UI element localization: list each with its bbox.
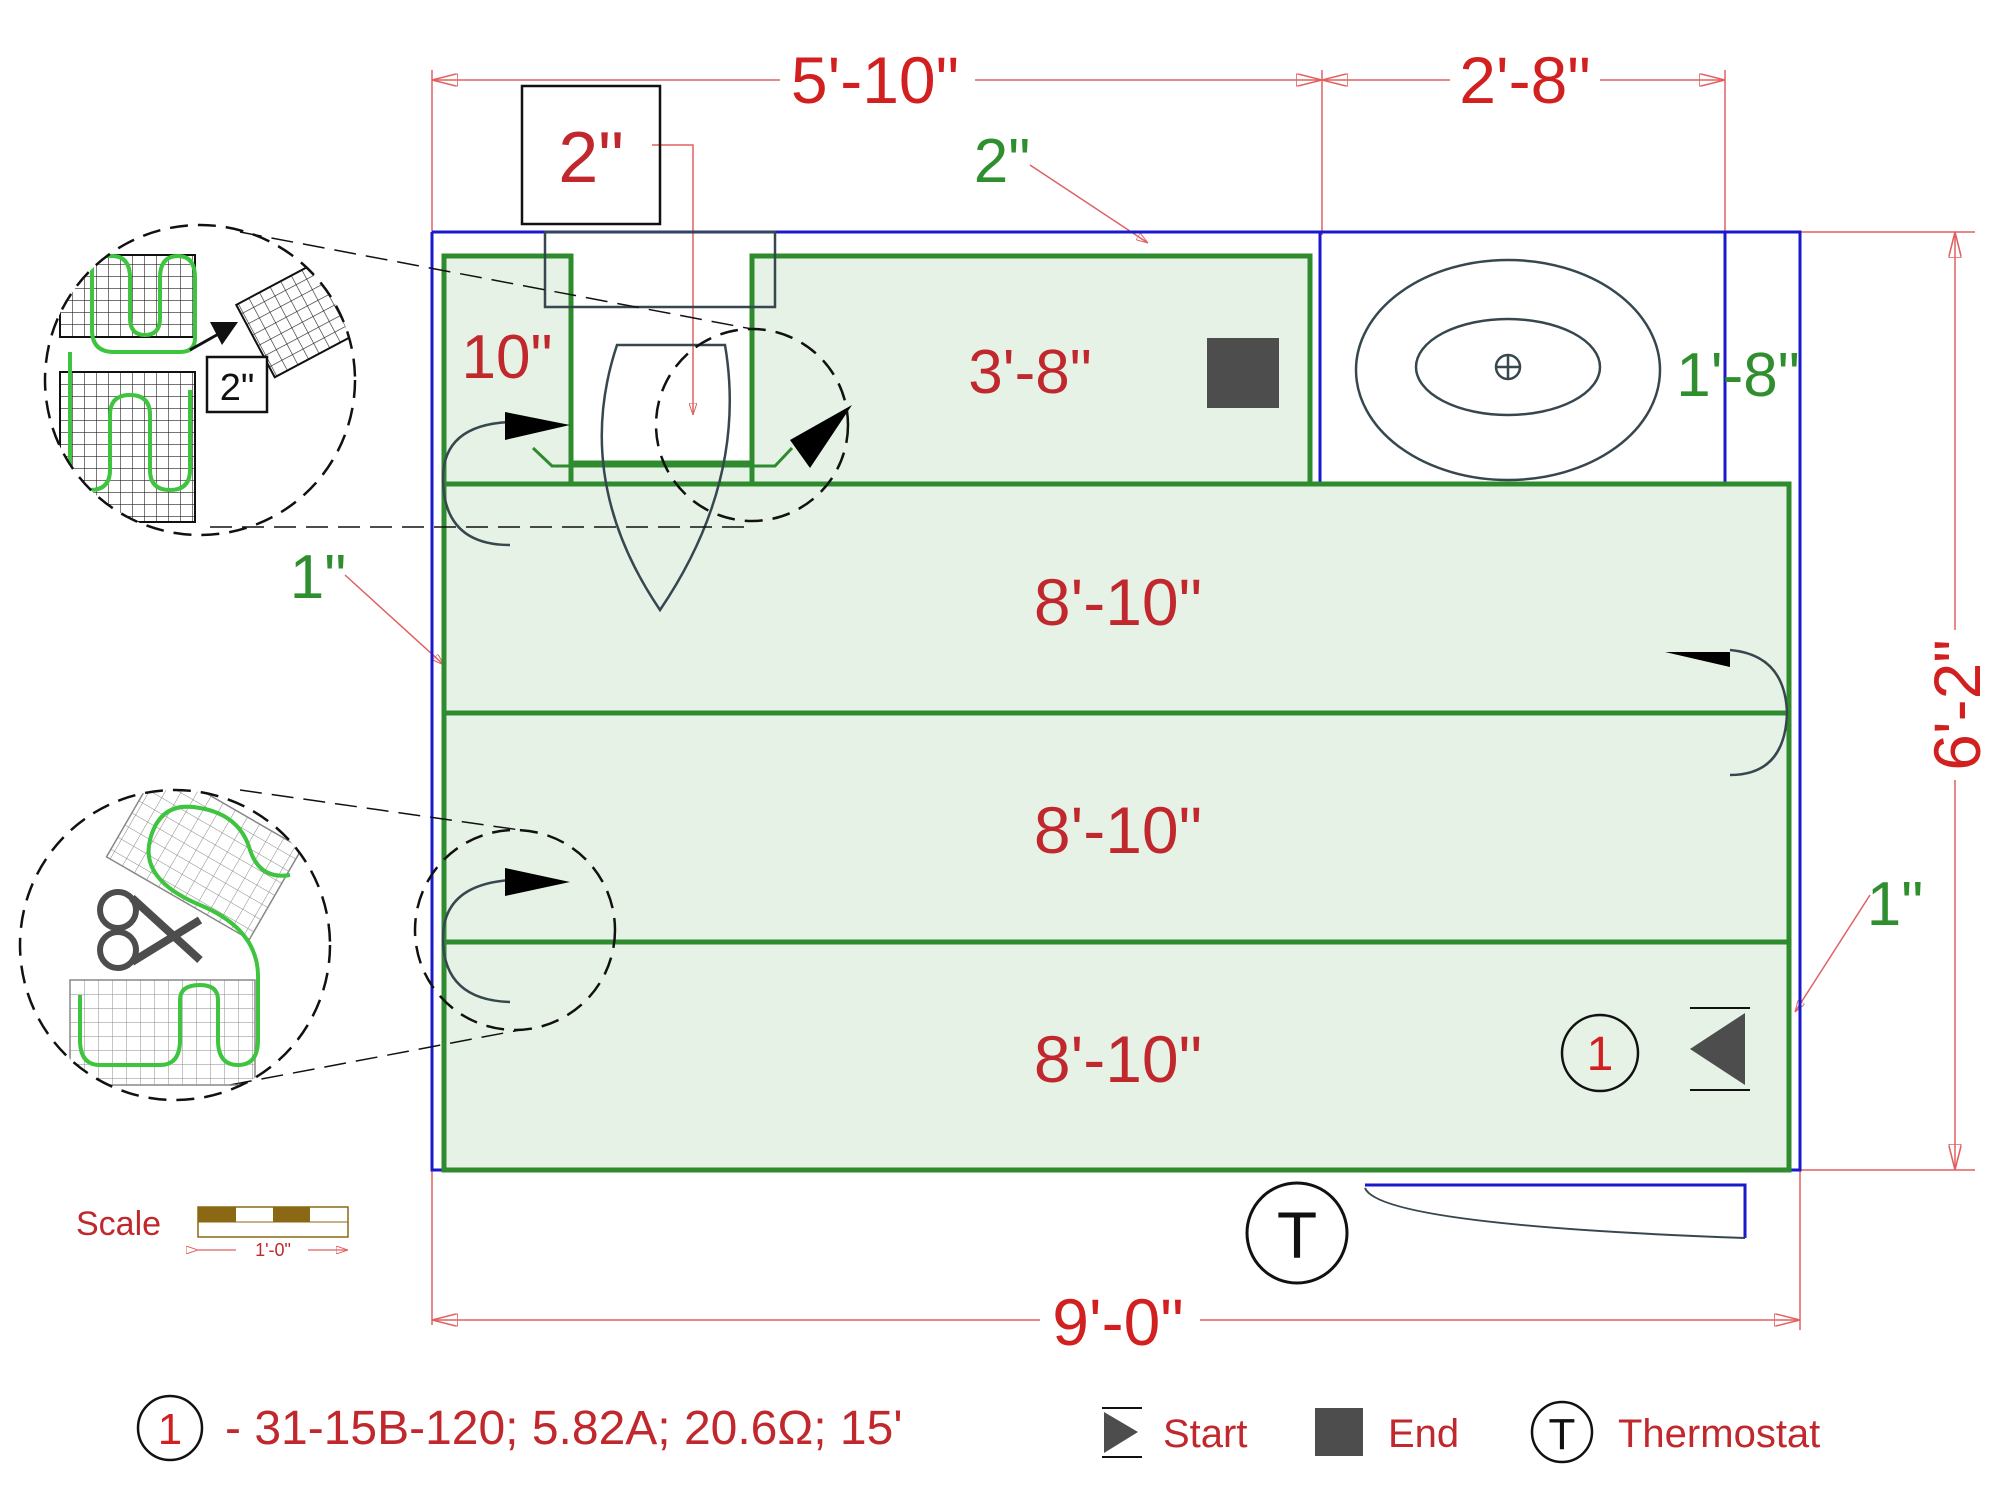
scale-label: Scale (76, 1205, 161, 1243)
arrow-diagonal-icon (790, 405, 852, 468)
circuit-marker (1560, 1013, 1640, 1093)
arrow-right-bottom-icon (505, 868, 570, 896)
dim-bottom: 9'-0" (1052, 1285, 1183, 1359)
legend: 1 - 31-15B-120; 5.82A; 20.6Ω; 15' Start … (136, 1394, 1820, 1464)
thermostat-symbol: T (1277, 1198, 1317, 1272)
toilet (543, 230, 777, 613)
detail-notch-label: 2" (220, 367, 255, 409)
sink-basin-inner (1414, 317, 1602, 417)
dim-top-left: 5'-10" (791, 43, 959, 117)
detail-notch-box (205, 355, 269, 414)
legend-start-icon (1104, 1412, 1138, 1453)
legend-thermostat-label: Thermostat (1618, 1412, 1820, 1456)
label-vanity-gap: 1'-8" (1676, 341, 1799, 410)
sink-basin-outer (1354, 258, 1662, 482)
door-swing (1364, 1187, 1746, 1239)
scale-bar: Scale 1'-0" (76, 1205, 349, 1260)
start-marker (1690, 1007, 1750, 1091)
mat-row-3 (441, 939, 1792, 1173)
label-row-3: 8'-10" (1034, 1022, 1202, 1096)
dim-top-right: 2'-8" (1459, 43, 1590, 117)
legend-end-label: End (1388, 1412, 1459, 1456)
label-top-gap: 2" (974, 127, 1031, 196)
scale-length: 1'-0" (255, 1240, 291, 1260)
end-marker-icon (1207, 338, 1279, 408)
label-left-strip: 10" (462, 323, 553, 392)
legend-start-label: Start (1163, 1412, 1247, 1456)
detail-turn-cut (18, 788, 521, 1102)
direction-arrows (505, 405, 1730, 896)
label-row-2: 8'-10" (1034, 793, 1202, 867)
label-row-1: 8'-10" (1034, 565, 1202, 639)
label-right-gap: 1" (1867, 870, 1924, 939)
detail-notch-cut: 2" (43, 223, 753, 537)
mat-notch-cable (531, 446, 794, 468)
notch-size-box (520, 84, 662, 226)
scissors-icon (97, 889, 203, 971)
start-triangle-icon (1690, 1013, 1745, 1085)
legend-circuit-number: 1 (158, 1405, 182, 1454)
cut-arrow-icon (210, 322, 238, 345)
label-short-strip: 3'-8" (968, 338, 1091, 407)
thermostat-icon (1245, 1181, 1349, 1285)
label-notch-width: 2" (558, 118, 624, 198)
arrow-left-icon (1665, 652, 1730, 667)
arrow-right-top-icon (505, 412, 570, 440)
circuit-marker-number: 1 (1587, 1028, 1614, 1081)
legend-thermostat-symbol: T (1549, 1410, 1576, 1459)
mat-row-2 (441, 710, 1792, 945)
toilet-bowl (600, 343, 731, 613)
room-walls (430, 230, 1802, 1238)
label-left-gap: 1" (290, 543, 347, 612)
dim-right: 6'-2" (1920, 639, 1994, 770)
legend-thermostat-icon (1530, 1400, 1594, 1464)
sink (1354, 258, 1662, 482)
toilet-tank (543, 230, 777, 309)
legend-circuit-spec: - 31-15B-120; 5.82A; 20.6Ω; 15' (225, 1402, 902, 1455)
legend-circuit-icon (136, 1394, 204, 1462)
turn-arrows (441, 420, 1789, 1004)
legend-end-icon (1315, 1408, 1363, 1456)
